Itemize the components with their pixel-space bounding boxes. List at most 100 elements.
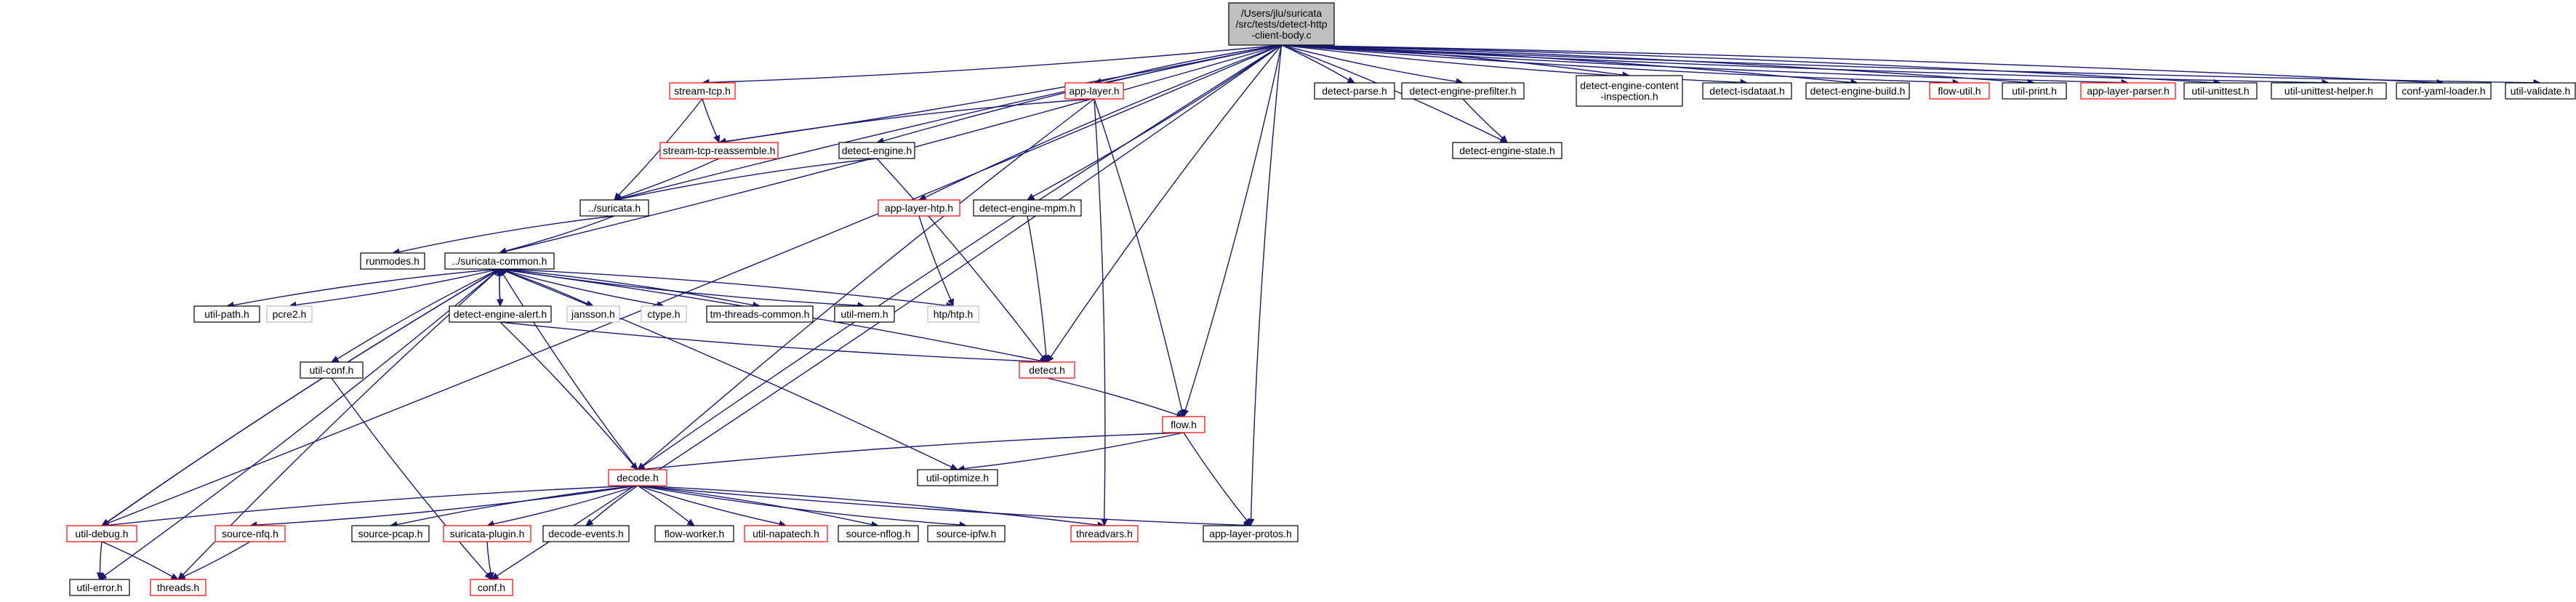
- node-alparser[interactable]: app-layer-parser.h: [2080, 82, 2176, 100]
- node-plugin[interactable]: suricata-plugin.h: [443, 525, 531, 542]
- edge-line: [104, 268, 500, 577]
- edge-line: [1094, 98, 1183, 411]
- edge-prefilter-to-engstate: [1462, 98, 1508, 143]
- node-label: -inspection.h: [1600, 91, 1658, 103]
- node-box: [1314, 82, 1395, 100]
- node-runmodes[interactable]: runmodes.h: [360, 252, 425, 270]
- node-label: detect-engine-build.h: [1810, 85, 1906, 97]
- node-engstate[interactable]: detect-engine-state.h: [1452, 142, 1562, 159]
- node-label: source-pcap.h: [358, 528, 423, 539]
- node-label: source-ipfw.h: [936, 528, 996, 539]
- node-alhtp[interactable]: app-layer-htp.h: [878, 199, 960, 217]
- node-sourcenfq[interactable]: source-nfq.h: [214, 525, 286, 542]
- node-utilconf[interactable]: util-conf.h: [300, 361, 364, 379]
- node-utilprint[interactable]: util-print.h: [2002, 82, 2067, 100]
- node-box: [669, 82, 736, 100]
- node-box: [1162, 416, 1205, 433]
- edge-arrowhead: [330, 356, 340, 363]
- node-validate[interactable]: util-validate.h: [2505, 82, 2576, 100]
- node-common[interactable]: ../suricata-common.h: [444, 252, 555, 270]
- node-box: [2505, 82, 2576, 100]
- node-box: [449, 305, 552, 323]
- node-utildebug[interactable]: util-debug.h: [66, 525, 137, 542]
- edge-reassemble-to-suricata: [613, 158, 720, 201]
- node-threads[interactable]: threads.h: [150, 579, 206, 596]
- edge-root-to-detectparse: [1281, 44, 1356, 84]
- edge-line: [1027, 215, 1047, 356]
- edge-line: [637, 485, 1245, 526]
- node-box: [470, 579, 513, 596]
- edge-arrowhead: [713, 135, 721, 144]
- node-yamlloader[interactable]: conf-yaml-loader.h: [2396, 82, 2492, 100]
- node-utilerror[interactable]: util-error.h: [69, 579, 130, 596]
- node-root[interactable]: /Users/jlu/suricata/src/tests/detect-htt…: [1228, 2, 1335, 46]
- node-threadvars[interactable]: threadvars.h: [1070, 525, 1139, 542]
- edge-line: [637, 485, 872, 526]
- node-alert[interactable]: detect-engine-alert.h: [449, 305, 552, 323]
- node-detectparse[interactable]: detect-parse.h: [1314, 82, 1395, 100]
- node-label: util-debug.h: [75, 528, 128, 539]
- node-enginempm[interactable]: detect-engine-mpm.h: [973, 199, 1082, 217]
- node-utilpath[interactable]: util-path.h: [193, 305, 260, 323]
- node-box: [641, 305, 687, 323]
- node-label: pcre2.h: [273, 308, 307, 320]
- node-contentinsp[interactable]: detect-engine-content-inspection.h: [1576, 75, 1683, 107]
- node-sourceipfw[interactable]: source-ipfw.h: [927, 525, 1006, 542]
- node-jansson[interactable]: jansson.h: [566, 305, 620, 323]
- edge-arrowhead: [585, 518, 594, 526]
- node-reassemble[interactable]: stream-tcp-reassemble.h: [659, 142, 779, 159]
- edge-line: [708, 44, 1282, 84]
- edge-line: [643, 432, 1184, 470]
- node-label: util-conf.h: [310, 364, 354, 376]
- node-conf[interactable]: conf.h: [470, 579, 513, 596]
- node-napatech[interactable]: util-napatech.h: [744, 525, 828, 542]
- edge-arrowhead: [96, 572, 104, 581]
- node-isdataat[interactable]: detect-isdataat.h: [1702, 82, 1792, 100]
- node-flowutil[interactable]: flow-util.h: [1929, 82, 1990, 100]
- edge-line: [1032, 44, 1282, 197]
- node-utiloptimize[interactable]: util-optimize.h: [917, 469, 998, 486]
- node-detect[interactable]: detect.h: [1019, 361, 1075, 379]
- node-box: [566, 305, 620, 323]
- edge-line: [637, 485, 1099, 526]
- node-box: [706, 305, 814, 323]
- node-label: detect-engine-mpm.h: [979, 202, 1075, 214]
- node-tmthreads[interactable]: tm-threads-common.h: [706, 305, 814, 323]
- node-box: [1228, 2, 1335, 46]
- node-label: app-layer.h: [1069, 85, 1119, 97]
- node-decode[interactable]: decode.h: [608, 469, 667, 486]
- node-unittesthelper[interactable]: util-unittest-helper.h: [2271, 82, 2387, 100]
- node-label: -client-body.c: [1251, 29, 1311, 41]
- node-label: runmodes.h: [366, 255, 420, 267]
- edge-line: [502, 274, 638, 470]
- node-streamtcp[interactable]: stream-tcp.h: [669, 82, 736, 100]
- node-suricata[interactable]: ../suricata.h: [579, 199, 649, 217]
- node-detectengine[interactable]: detect-engine.h: [838, 142, 915, 159]
- node-decodeevents[interactable]: decode-events.h: [542, 525, 630, 542]
- node-enginebuild[interactable]: detect-engine-build.h: [1805, 82, 1910, 100]
- node-utilmem[interactable]: util-mem.h: [834, 305, 895, 323]
- node-box: [2271, 82, 2387, 100]
- edge-line: [493, 485, 638, 525]
- node-label: util-unittest.h: [2191, 85, 2249, 97]
- edge-line: [642, 98, 1095, 466]
- node-alprotos[interactable]: app-layer-protos.h: [1203, 525, 1299, 542]
- node-label: source-nflog.h: [846, 528, 911, 539]
- node-flow[interactable]: flow.h: [1162, 416, 1205, 433]
- node-label: /src/tests/detect-http: [1235, 18, 1327, 30]
- node-sourcenflog[interactable]: source-nflog.h: [838, 525, 919, 542]
- edge-line: [108, 44, 1282, 524]
- node-pcre2[interactable]: pcre2.h: [266, 305, 313, 323]
- edge-root-to-flow: [1181, 44, 1283, 418]
- node-label: conf-yaml-loader.h: [2402, 85, 2485, 97]
- node-prefilter[interactable]: detect-engine-prefilter.h: [1401, 82, 1525, 100]
- node-applayer[interactable]: app-layer.h: [1064, 82, 1124, 100]
- node-box: [608, 469, 667, 486]
- node-htp[interactable]: htp/htp.h: [927, 305, 979, 323]
- edge-line: [337, 268, 500, 360]
- node-sourcepcap[interactable]: source-pcap.h: [351, 525, 430, 542]
- node-ctype[interactable]: ctype.h: [641, 305, 687, 323]
- edge-line: [295, 268, 500, 306]
- node-unittest[interactable]: util-unittest.h: [2183, 82, 2258, 100]
- node-flowworker[interactable]: flow-worker.h: [654, 525, 734, 542]
